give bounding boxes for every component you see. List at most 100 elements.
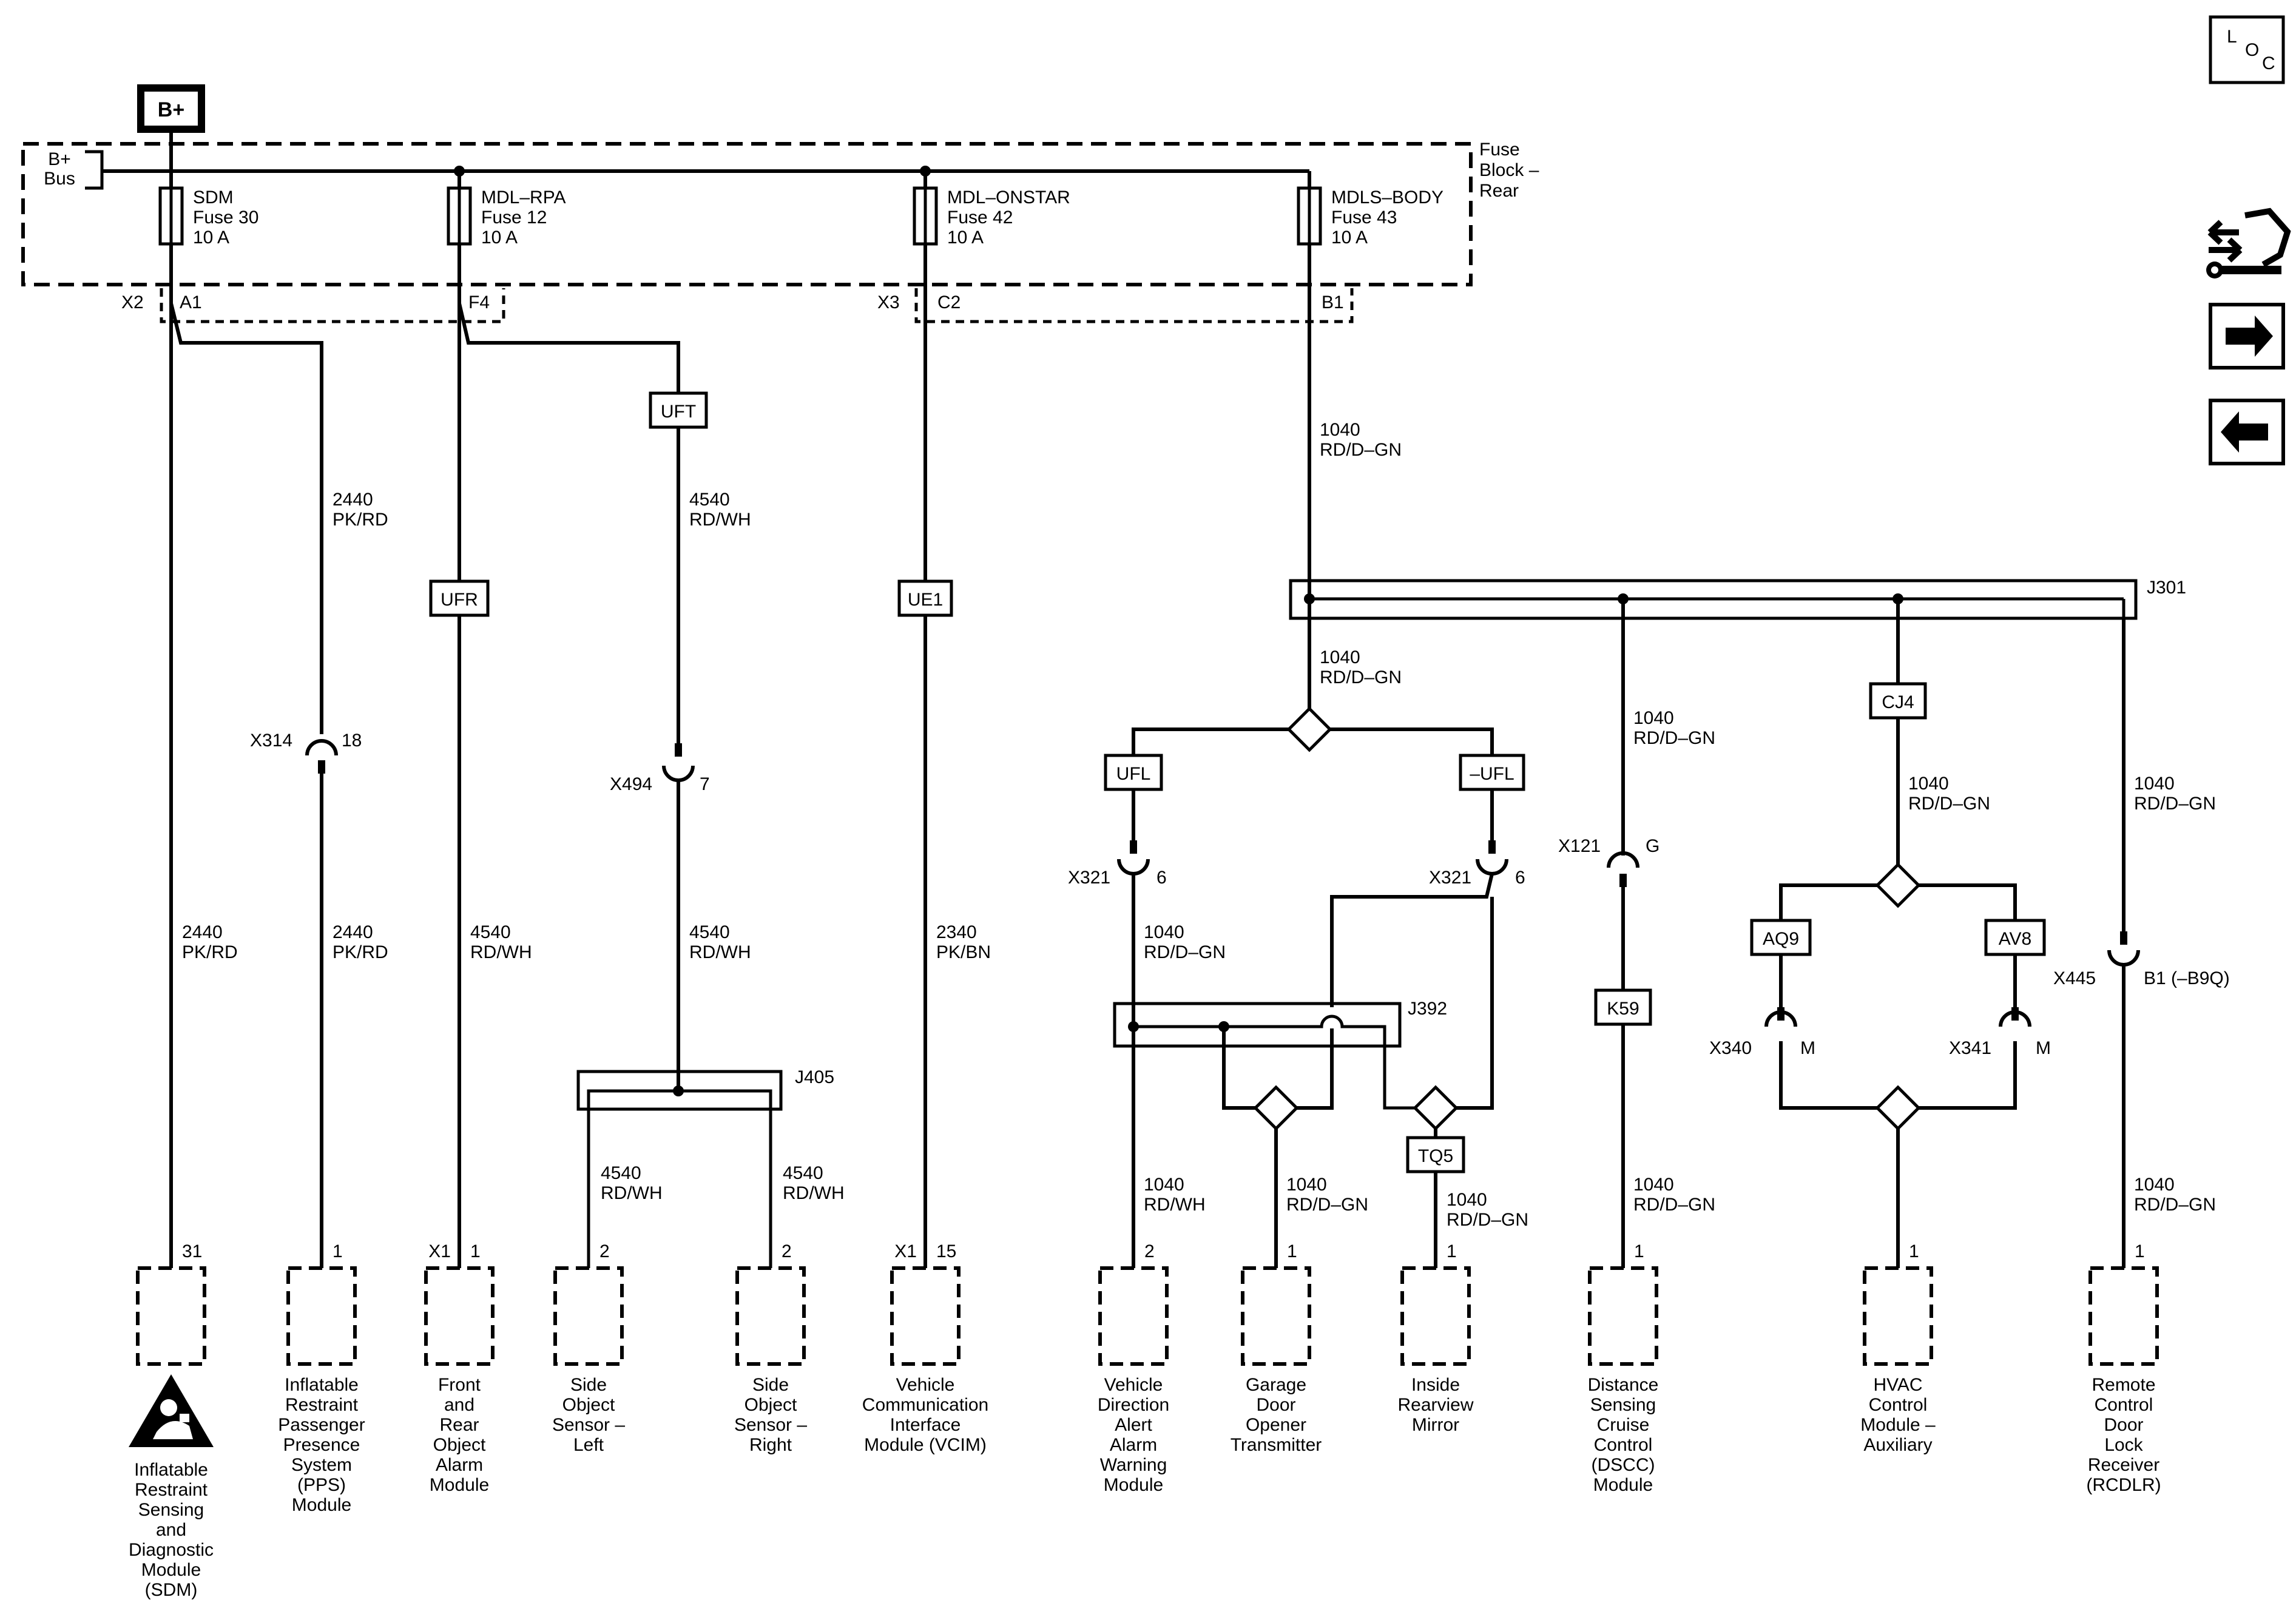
loc-icon[interactable]: L O C (2209, 15, 2285, 84)
diagram-label: 10 A (481, 228, 518, 248)
option-diamond-hvac-lower (1875, 1085, 1921, 1131)
conn-b1: B1 (1322, 292, 1344, 312)
diagram-label: RD/WH (689, 942, 751, 962)
previous-arrow-icon[interactable] (2209, 399, 2285, 465)
option-cj4: CJ4 (1869, 682, 1927, 720)
diagram-label: UFT (661, 402, 696, 422)
component-box (136, 1266, 206, 1366)
diagram-label: X341 (1949, 1038, 1991, 1058)
conn-x3: X3 (877, 292, 900, 312)
diagram-label: 2440 (333, 490, 373, 510)
component-connector: X1 (894, 1241, 917, 1261)
b-plus-source: B+ (137, 84, 205, 133)
option-av8: AV8 (1984, 919, 2046, 956)
x341-connector (1999, 1010, 2031, 1027)
diagram-label: RD/D–GN (1633, 728, 1715, 748)
diagram-label: RD/D–GN (2134, 794, 2216, 814)
x340-connector (1764, 1010, 1797, 1027)
diagram-label: 10 A (193, 228, 229, 248)
airbag-warning-icon (129, 1374, 214, 1447)
diagram-label: RD/WH (689, 510, 751, 530)
diagram-label: J301 (2147, 578, 2186, 598)
component-pin: 2 (599, 1241, 610, 1261)
diagram-label: RD/WH (470, 942, 532, 962)
option-diamond-hvac-upper (1875, 862, 1921, 908)
diagram-label: 4540 (470, 922, 511, 942)
diagram-label: X321 (1068, 868, 1110, 888)
component-pin: 2 (782, 1241, 792, 1261)
diagram-label: RD/D–GN (2134, 1195, 2216, 1215)
splice-j301: J301 (1289, 578, 2186, 620)
x321-right-connector (1476, 859, 1508, 876)
x494-connector (662, 765, 695, 782)
splice-j405: J405 (576, 1067, 834, 1268)
diagram-label: SDM (193, 187, 234, 208)
diagram-label: B1 (–B9Q) (2144, 968, 2230, 988)
next-arrow-icon[interactable] (2209, 303, 2285, 370)
diagram-label: 2440 (333, 922, 373, 942)
diagram-label: 6 (1515, 868, 1525, 888)
fuse-mdls-body: MDLS–BODY Fuse 43 10 A (1297, 186, 1443, 248)
diagram-label: TQ5 (1418, 1146, 1453, 1166)
diagram-label: AV8 (1999, 929, 2031, 949)
component-box (735, 1266, 806, 1366)
diagram-label: 1040 (1144, 1175, 1184, 1195)
diagram-label: J392 (1408, 999, 1447, 1019)
diagram-label: L (2227, 27, 2237, 47)
conn-x2: X2 (121, 292, 144, 312)
option-diamond-mirror (1413, 1085, 1459, 1131)
diagram-label: J405 (795, 1067, 834, 1087)
component-pin: 2 (1144, 1241, 1155, 1261)
diagram-label: MDL–ONSTAR (947, 187, 1070, 208)
diagram-label: RD/WH (783, 1183, 845, 1203)
option-uft: UFT (649, 391, 708, 429)
diagram-label: 1040 (1286, 1175, 1327, 1195)
option-k59: K59 (1594, 988, 1652, 1026)
option-ufr: UFR (429, 579, 490, 617)
option-diamond-garage (1253, 1085, 1299, 1131)
option-diamond-ufl (1286, 706, 1332, 752)
option-aq9: AQ9 (1750, 919, 1812, 956)
diagram-label: 2440 (182, 922, 223, 942)
component-pin: 1 (333, 1241, 343, 1261)
option-not-ufl: –UFL (1459, 754, 1525, 791)
x121-connector (1607, 851, 1639, 868)
diagram-label: 1040 (2134, 774, 2175, 794)
component-connector: X1 (428, 1241, 451, 1261)
diagram-label: RD/WH (1144, 1195, 1206, 1215)
component-pin: 1 (1634, 1241, 1644, 1261)
diagram-label: G (1646, 836, 1660, 856)
diagram-label: 4540 (689, 922, 730, 942)
component-box (553, 1266, 624, 1366)
splice-j392: J392 (1113, 999, 1447, 1110)
diagram-label: Fuse 12 (481, 208, 547, 228)
component-box (1098, 1266, 1169, 1366)
conn-a1: A1 (180, 292, 202, 312)
schematic-tools-icon[interactable] (2206, 208, 2291, 279)
diagram-label: RD/D–GN (1908, 794, 1990, 814)
diagram-label: X494 (610, 774, 652, 794)
diagram-label: 1040 (1633, 1175, 1674, 1195)
diagram-label: Fuse 42 (947, 208, 1013, 228)
diagram-label: PK/RD (333, 942, 388, 962)
diagram-label: 10 A (947, 228, 984, 248)
